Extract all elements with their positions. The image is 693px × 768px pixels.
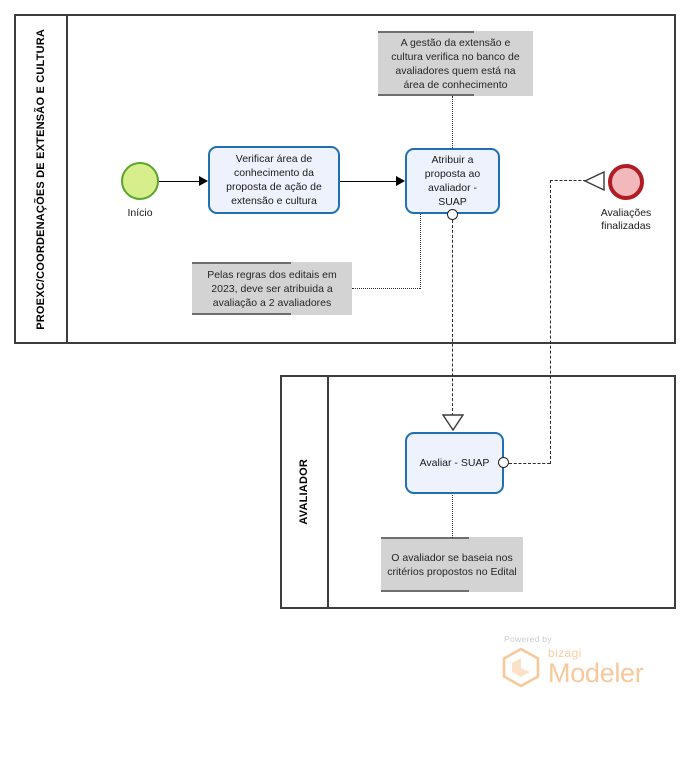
task-verificar[interactable]: Verificar área de conhecimento da propos… — [208, 146, 340, 214]
association-regras-vertical — [420, 213, 421, 289]
lane-label-proexc: PROEXC/COORDENAÇÕES DE EXTENSÃO E CULTUR… — [34, 28, 47, 330]
annotation-bracket-bottom — [381, 590, 470, 592]
watermark-product-label: Modeler — [548, 658, 644, 688]
message-flow-arrowhead-avaliar — [442, 414, 464, 432]
message-flow-source-handle-avaliar[interactable] — [498, 457, 509, 468]
message-flow-source-handle-atribuir[interactable] — [447, 209, 458, 220]
annotation-criterios-text: O avaliador se baseia nos critérios prop… — [387, 551, 517, 578]
annotation-bracket-top — [192, 262, 292, 264]
annotation-gestao-text: A gestão da extensão e cultura verifica … — [391, 36, 520, 91]
annotation-gestao[interactable]: A gestão da extensão e cultura verifica … — [378, 31, 533, 96]
message-flow-avaliar-vertical — [550, 180, 551, 464]
message-flow-atribuir-to-avaliar — [452, 220, 453, 416]
annotation-regras[interactable]: Pelas regras dos editais em 2023, deve s… — [192, 262, 352, 315]
lane-label-avaliador: AVALIADOR — [298, 459, 310, 525]
task-atribuir[interactable]: Atribuir a proposta ao avaliador - SUAP — [405, 148, 500, 214]
lane-header-avaliador: AVALIADOR — [282, 377, 329, 607]
sequence-flow-verificar-to-atribuir — [340, 181, 402, 182]
bizagi-watermark: Powered by bizagi Modeler — [500, 634, 644, 688]
bizagi-logo-icon — [502, 647, 540, 688]
annotation-bracket-top — [381, 537, 470, 539]
start-event[interactable] — [121, 162, 159, 200]
end-event[interactable] — [608, 164, 644, 200]
message-flow-avaliar-horizontal — [509, 463, 550, 464]
task-verificar-label: Verificar área de conhecimento da propos… — [226, 153, 322, 207]
task-avaliar-label: Avaliar - SUAP — [419, 457, 490, 469]
start-event-label: Início — [127, 207, 153, 219]
task-avaliar[interactable]: Avaliar - SUAP — [405, 432, 504, 494]
annotation-regras-text: Pelas regras dos editais em 2023, deve s… — [207, 268, 337, 309]
annotation-bracket-top — [378, 31, 475, 33]
association-gestao-to-atribuir — [452, 96, 453, 148]
message-flow-to-end-event — [550, 180, 586, 181]
association-regras-horizontal — [352, 288, 420, 289]
lane-header-proexc: PROEXC/COORDENAÇÕES DE EXTENSÃO E CULTUR… — [16, 16, 68, 342]
message-flow-arrowhead-end-event — [584, 171, 605, 191]
sequence-flow-arrowhead — [199, 176, 208, 186]
sequence-flow-start-to-verificar — [159, 181, 201, 182]
task-atribuir-label: Atribuir a proposta ao avaliador - SUAP — [424, 154, 481, 208]
annotation-bracket-bottom — [378, 94, 475, 96]
sequence-flow-arrowhead — [396, 176, 405, 186]
watermark-powered-by-label: Powered by — [504, 634, 552, 644]
annotation-bracket-bottom — [192, 313, 292, 315]
annotation-criterios[interactable]: O avaliador se baseia nos critérios prop… — [381, 537, 523, 592]
watermark-brand-label: bizagi — [548, 646, 582, 660]
association-avaliar-to-criterios — [452, 492, 453, 538]
end-event-label: Avaliações finalizadas — [600, 207, 652, 232]
